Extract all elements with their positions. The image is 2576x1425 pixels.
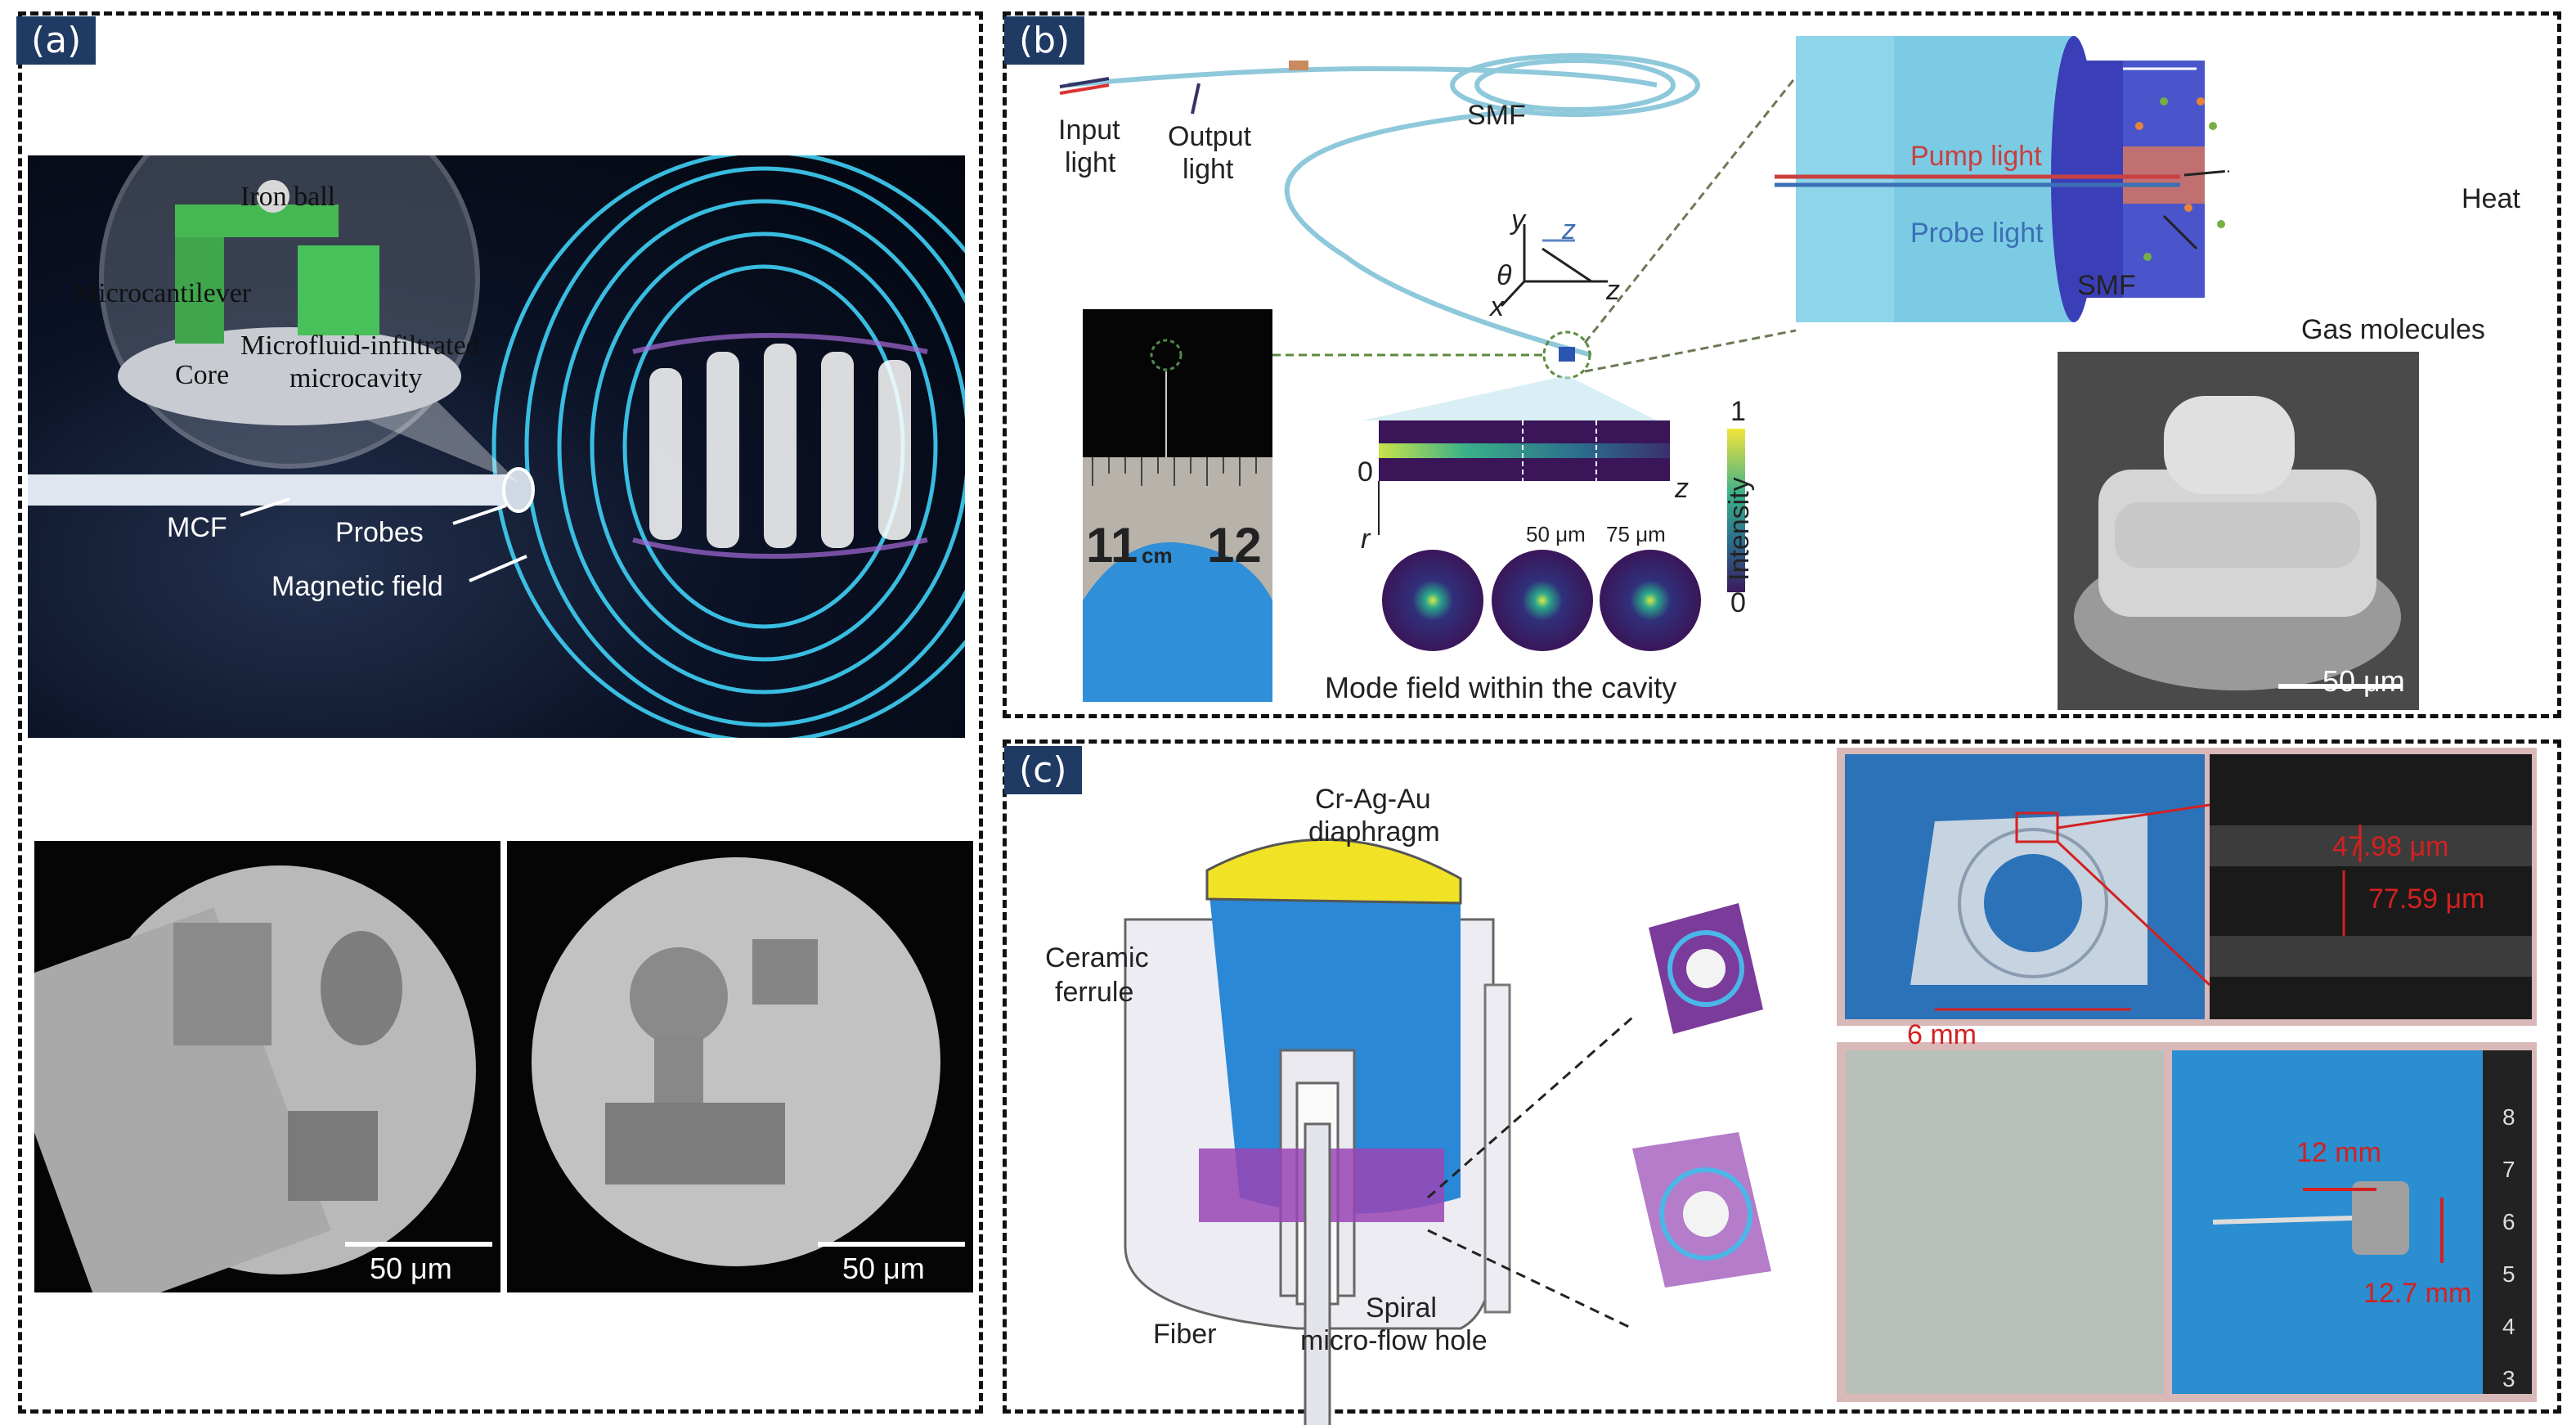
label-gas-molecules: Gas molecules [2301, 314, 2485, 345]
ruler-number: 5 [2502, 1261, 2515, 1287]
heatmap-z-label: z [1675, 473, 1689, 504]
panel-c-graphics [1124, 748, 2537, 1425]
label-axis-x: x [1490, 291, 1504, 322]
panel-a [18, 11, 983, 1414]
label-axis-y: y [1511, 205, 1525, 236]
panel-b-tag: (b) [1004, 16, 1085, 65]
dim-label-6mm: 6 mm [1907, 1019, 1977, 1050]
label-diaphragm-1: Cr-Ag-Au [1315, 784, 1431, 815]
label-iron-ball: Iron ball [240, 182, 336, 212]
dim-label-4798: 47.98 μm [2332, 831, 2449, 862]
panel-a-arrows [240, 497, 527, 582]
ruler-number: 6 [2502, 1209, 2515, 1234]
label-diaphragm-2: diaphragm [1308, 816, 1440, 847]
ruler-label-12: 12 [1207, 518, 1262, 573]
mode-field-caption: Mode field within the cavity [1325, 671, 1677, 704]
label-ceramic-ferrule-1: Ceramic [1045, 942, 1149, 973]
panel-c [1003, 739, 2561, 1414]
label-input-light-1: Input [1058, 115, 1120, 146]
label-microcantilever: Microcantilever [74, 278, 252, 308]
label-magnetic-field: Magnetic field [272, 571, 443, 602]
label-axis-z1: z [1562, 214, 1576, 245]
label-input-light-2: light [1065, 147, 1116, 178]
label-axis-theta: θ [1497, 260, 1512, 291]
ruler-number: 8 [2502, 1104, 2515, 1130]
sem-scale-label-b: 50 μm [2322, 664, 2405, 698]
label-pump-light: Pump light [1910, 141, 2042, 172]
label-ceramic-ferrule-2: ferrule [1055, 977, 1134, 1008]
heatmap-50um-label: 50 μm [1526, 522, 1586, 546]
label-L: L [2324, 103, 2340, 134]
label-probe-light: Probe light [1910, 218, 2044, 249]
dim-label-12mm: 12 mm [2296, 1137, 2381, 1168]
label-output-light-2: light [1183, 154, 1234, 185]
label-smf-coil: SMF [1467, 100, 1526, 131]
ruler-label-cm: cm [1142, 543, 1173, 568]
panel-b-graphics [1059, 36, 2419, 710]
sem-image-right: 50 μm [507, 841, 973, 1292]
panel-c-tag: (c) [1004, 746, 1082, 794]
heatmap-zero-label: 0 [1358, 456, 1373, 488]
ruler-number: 4 [2502, 1314, 2515, 1339]
colorbar-intensity-label: Intensity [1724, 477, 1755, 581]
label-probes: Probes [335, 517, 424, 548]
scalebar-left [345, 1242, 492, 1247]
magnetic-coil-graphic [28, 155, 965, 738]
label-microcavity: microcavity [289, 363, 423, 393]
panel-a-illustration: Iron ball Microcantilever Microfluid-inf… [28, 155, 965, 738]
panel-a-tag: (a) [16, 16, 96, 65]
scalebar-right [818, 1242, 965, 1247]
label-core: Core [175, 360, 230, 390]
colorbar-top-label: 1 [1730, 396, 1746, 427]
label-axis-z2: z [1606, 275, 1620, 306]
label-output-light-1: Output [1168, 121, 1252, 152]
label-mcf: MCF [167, 512, 227, 543]
label-su8: SU-8 [2246, 270, 2309, 301]
heatmap-75um-label: 75 μm [1606, 522, 1666, 546]
scale-label-right: 50 μm [842, 1252, 925, 1285]
label-spiral-2: micro-flow hole [1300, 1325, 1488, 1356]
label-microfluid: Microfluid-infiltrated [240, 330, 480, 361]
label-fiber: Fiber [1153, 1319, 1217, 1350]
ruler-label-11: 11 [1086, 518, 1138, 573]
label-smf-cylinder: SMF [2077, 270, 2136, 301]
dim-label-7759: 77.59 μm [2368, 883, 2485, 915]
ruler-number: 3 [2502, 1366, 2515, 1391]
dim-label-127mm: 12.7 mm [2363, 1278, 2472, 1309]
scale-label-left: 50 μm [370, 1252, 452, 1285]
heatmap-r-label: r [1361, 524, 1371, 555]
label-heat: Heat [2462, 183, 2520, 214]
label-spiral-1: Spiral [1366, 1292, 1437, 1324]
panel-b [1003, 11, 2561, 718]
sem-image-left: 50 μm [34, 841, 500, 1292]
label-fp-cavity: FP cavity [2223, 154, 2337, 185]
ruler-number: 7 [2502, 1157, 2515, 1182]
colorbar-bottom-label: 0 [1730, 587, 1746, 618]
